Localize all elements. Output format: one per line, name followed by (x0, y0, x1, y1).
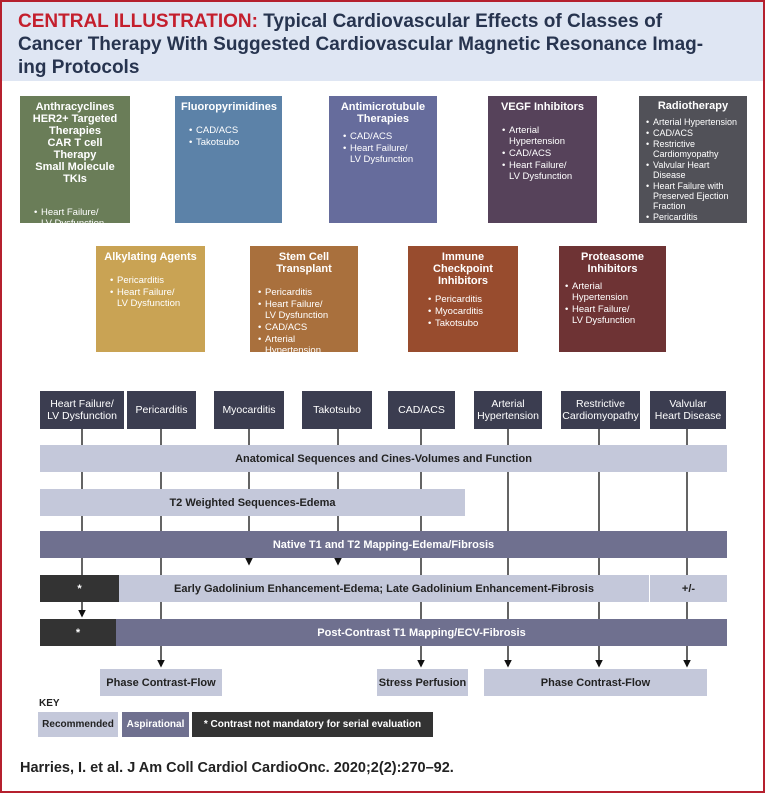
effect-item: Pericarditis (110, 275, 199, 286)
effect-item: Heart Failure with Preserved Ejection Fr… (646, 181, 743, 211)
condition-takotsubo: Takotsubo (302, 391, 372, 429)
therapy-name: Fluoropyrimidines (181, 101, 277, 113)
effect-item: CAD/ACS (502, 148, 591, 159)
effect-item: Takotsubo (189, 137, 276, 148)
therapy-name: Radiotherapy (657, 100, 729, 112)
citation: Harries, I. et al. J Am Coll Cardiol Car… (20, 760, 454, 776)
effect-item: Pericarditis (428, 294, 512, 305)
effects-list: Arterial Hypertension Heart Failure/ LV … (565, 281, 660, 326)
effect-item: Pericarditis (258, 287, 352, 298)
condition-restrictive-cardiomyopathy: Restrictive Cardiomyopathy (561, 391, 640, 429)
key-aspirational: Aspirational (122, 712, 189, 737)
effects-list: Pericarditis Heart Failure/ LV Dysfuncti… (256, 287, 352, 356)
effects-list: Arterial Hypertension CAD/ACS Restrictiv… (643, 117, 743, 222)
effects-list: Pericarditis Myocarditis Takotsubo (414, 294, 512, 329)
effects-list: Heart Failure/ LV Dysfunction (26, 207, 124, 229)
therapy-box-radiotherapy: Radiotherapy Arterial Hypertension CAD/A… (639, 96, 747, 223)
title-prefix: CENTRAL ILLUSTRATION: (18, 11, 258, 32)
post-contrast-note-segment: * (40, 619, 116, 646)
effect-item: Valvular Heart Disease (646, 160, 743, 180)
effect-item: Heart Failure/ LV Dysfunction (343, 143, 431, 165)
therapy-box-antimicrotubule: Antimicrotubule Therapies CAD/ACS Heart … (329, 96, 437, 223)
effect-item: Arterial Hypertension (502, 125, 591, 147)
effects-list: CAD/ACS Takotsubo (181, 125, 276, 148)
effect-item: Pericarditis (646, 212, 743, 222)
bar-phase-contrast-flow-left: Phase Contrast-Flow (100, 669, 222, 696)
therapy-name: Proteasome Inhibitors (581, 251, 644, 275)
header-band: CENTRAL ILLUSTRATION: Typical Cardiovasc… (2, 2, 763, 81)
condition-arterial-hypertension: Arterial Hypertension (474, 391, 542, 429)
effect-item: Myocarditis (428, 306, 512, 317)
bar-gadolinium-enhancement: Early Gadolinium Enhancement-Edema; Late… (119, 575, 649, 602)
effect-item: Arterial Hypertension (646, 117, 743, 127)
therapy-box-stem-cell-transplant: Stem Cell Transplant Pericarditis Heart … (250, 246, 358, 356)
title-line-1: Typical Cardiovascular Effects of Classe… (263, 11, 663, 32)
effect-item: Arterial Hypertension (565, 281, 660, 303)
title-line-3: ing Protocols (18, 57, 140, 78)
therapy-name: Immune Checkpoint Inhibitors (433, 251, 493, 287)
effects-list: Arterial Hypertension CAD/ACS Heart Fail… (494, 125, 591, 182)
condition-pericarditis: Pericarditis (127, 391, 196, 429)
key-recommended: Recommended (38, 712, 118, 737)
therapy-box-fluoropyrimidines: Fluoropyrimidines CAD/ACS Takotsubo (175, 96, 282, 223)
effect-item: Heart Failure/ LV Dysfunction (34, 207, 124, 229)
therapy-name: VEGF Inhibitors (500, 101, 585, 113)
therapy-name: Anthracyclines HER2+ Targeted Therapies … (32, 101, 118, 185)
effects-list: Pericarditis Heart Failure/ LV Dysfuncti… (102, 275, 199, 309)
condition-heart-failure: Heart Failure/ LV Dysfunction (40, 391, 124, 429)
effect-item: CAD/ACS (646, 128, 743, 138)
key-label: KEY (39, 698, 60, 709)
therapy-box-immune-checkpoint: Immune Checkpoint Inhibitors Pericarditi… (408, 246, 518, 352)
effect-item: Restrictive Cardiomyopathy (646, 139, 743, 159)
lge-contrast-note-segment: * (40, 575, 119, 602)
effect-item: Heart Failure/ LV Dysfunction (565, 304, 660, 326)
bar-native-t1-t2-mapping: Native T1 and T2 Mapping-Edema/Fibrosis (40, 531, 727, 558)
effect-item: CAD/ACS (189, 125, 276, 136)
bar-t2-weighted: T2 Weighted Sequences-Edema (40, 489, 465, 516)
effect-item: CAD/ACS (343, 131, 431, 142)
therapy-box-alkylating-agents: Alkylating Agents Pericarditis Heart Fai… (96, 246, 205, 352)
bar-anatomical-sequences: Anatomical Sequences and Cines-Volumes a… (40, 445, 727, 472)
effect-item: Heart Failure/ LV Dysfunction (110, 287, 199, 309)
effect-item: Takotsubo (428, 318, 512, 329)
effect-item: Heart Failure/ LV Dysfunction (502, 160, 591, 182)
illustration-title: CENTRAL ILLUSTRATION: Typical Cardiovasc… (18, 10, 718, 79)
therapy-name: Antimicrotubule Therapies (340, 101, 426, 125)
condition-cad-acs: CAD/ACS (388, 391, 455, 429)
bar-post-contrast-t1-mapping: Post-Contrast T1 Mapping/ECV-Fibrosis (116, 619, 727, 646)
key-contrast-note: * Contrast not mandatory for serial eval… (192, 712, 433, 737)
effects-list: CAD/ACS Heart Failure/ LV Dysfunction (335, 131, 431, 165)
effect-item: Arterial Hypertension (258, 334, 352, 356)
condition-myocarditis: Myocarditis (214, 391, 284, 429)
effect-item: CAD/ACS (258, 322, 352, 333)
therapy-box-anthracyclines: Anthracyclines HER2+ Targeted Therapies … (20, 96, 130, 229)
lge-optional-segment: +/- (650, 575, 727, 602)
effect-item: Heart Failure/ LV Dysfunction (258, 299, 352, 321)
condition-valvular-heart-disease: Valvular Heart Disease (650, 391, 726, 429)
therapy-box-proteasome-inhibitors: Proteasome Inhibitors Arterial Hypertens… (559, 246, 666, 352)
therapy-name: Stem Cell Transplant (276, 251, 332, 275)
bar-phase-contrast-flow-right: Phase Contrast-Flow (484, 669, 707, 696)
therapy-box-vegf-inhibitors: VEGF Inhibitors Arterial Hypertension CA… (488, 96, 597, 223)
title-line-2: Cancer Therapy With Suggested Cardiovasc… (18, 34, 704, 55)
bar-stress-perfusion: Stress Perfusion (377, 669, 468, 696)
therapy-name: Alkylating Agents (104, 251, 197, 263)
